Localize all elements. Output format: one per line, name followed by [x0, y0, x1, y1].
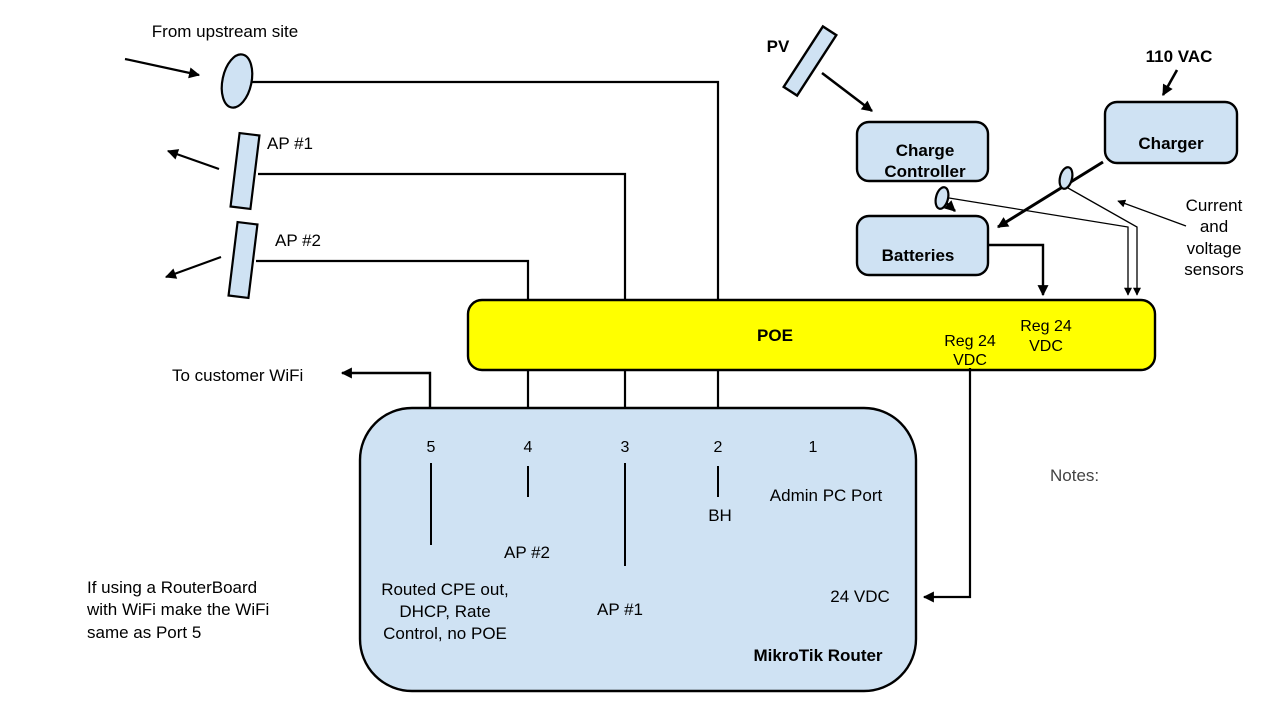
router-port3-label: AP #1: [597, 600, 643, 619]
router-port2-number: 2: [714, 439, 723, 456]
batteries-label: Batteries: [882, 246, 955, 265]
sensors-note-line3: voltage: [1187, 239, 1242, 258]
router-title: MikroTik Router: [753, 646, 882, 665]
charger-current-sensor: [1058, 166, 1074, 190]
charge-controller-label-line1: Charge: [896, 141, 955, 160]
pv-label: PV: [767, 37, 790, 56]
ap1-cable: [258, 172, 627, 300]
charger-sensor-wire: [1067, 187, 1141, 296]
ap1-panel-antenna: [229, 131, 261, 211]
routerboard-note-line1: If using a RouterBoard: [87, 578, 257, 597]
router-port4-number: 4: [524, 439, 533, 456]
mikrotik-router-box: [358, 406, 918, 693]
admin-pc-port-label: Admin PC Port: [770, 486, 883, 505]
ap2-cable: [256, 259, 530, 300]
vac-label: 110 VAC: [1146, 47, 1213, 66]
customer-wifi-arrow: [340, 367, 432, 408]
to-customer-wifi-label: To customer WiFi: [172, 366, 303, 385]
port5-note-line1: Routed CPE out,: [381, 580, 509, 599]
notes-label: Notes:: [1050, 466, 1099, 485]
pv-solar-panel: [782, 24, 838, 98]
ap2-label: AP #2: [275, 231, 321, 250]
ap2-panel-antenna: [227, 220, 259, 300]
controller-sensor-wire: [948, 197, 1132, 296]
charge-controller-label-line2: Controller: [884, 162, 966, 181]
router-24vdc-label: 24 VDC: [830, 587, 890, 606]
ap2-radiate-arrow: [164, 255, 222, 279]
controller-current-sensor: [934, 186, 950, 210]
poe-bar: [466, 298, 1157, 372]
charger-label: Charger: [1138, 134, 1204, 153]
upstream-label: From upstream site: [152, 22, 298, 41]
poe-reg1-line1: Reg 24: [944, 333, 996, 350]
router-port3-number: 3: [621, 439, 630, 456]
charger-to-batteries-arrow: [997, 160, 1104, 229]
upstream-incoming-arrow: [124, 57, 201, 79]
charger-box: [1103, 100, 1239, 165]
ap1-radiate-arrow: [166, 149, 220, 171]
upstream-dish-antenna: [220, 53, 254, 109]
poe-label: POE: [757, 326, 793, 345]
backhaul-cable: [252, 80, 720, 300]
bh-label: BH: [708, 506, 732, 525]
router-port1-number: 1: [809, 439, 818, 456]
sensors-note-line1: Current: [1186, 196, 1243, 215]
pv-to-controller-arrow: [821, 71, 873, 113]
vac-to-charger-arrow: [1161, 69, 1179, 96]
router-port4-label: AP #2: [504, 543, 550, 562]
reg24-to-router-arrow: [922, 368, 972, 603]
sensors-note-line4: sensors: [1184, 260, 1244, 279]
ap1-label: AP #1: [267, 134, 313, 153]
routerboard-note-line2: with WiFi make the WiFi: [86, 600, 269, 619]
poe-reg2-line1: Reg 24: [1020, 318, 1072, 335]
charge-controller-box: [855, 120, 990, 183]
port5-note-line2: DHCP, Rate: [399, 602, 490, 621]
poe-reg1-line2: VDC: [953, 352, 987, 369]
batteries-to-poe-arrow: [988, 243, 1049, 297]
poe-reg2-line2: VDC: [1029, 338, 1063, 355]
router-port5-number: 5: [427, 439, 436, 456]
sensors-note-pointer-arrow: [1117, 199, 1187, 227]
port5-note-line3: Control, no POE: [383, 624, 507, 643]
sensors-note-line2: and: [1200, 217, 1228, 236]
routerboard-note-line3: same as Port 5: [87, 623, 201, 642]
